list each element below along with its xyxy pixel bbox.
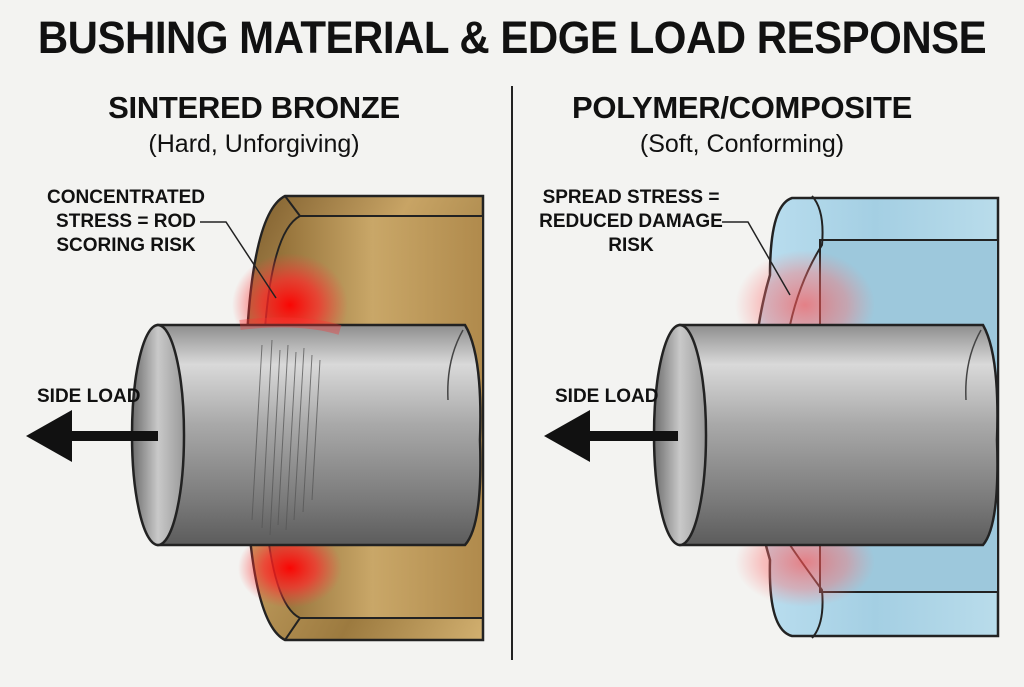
panel-bronze-header: SINTERED BRONZE (Hard, Unforgiving) [54,90,454,159]
side-load-arrow-right [544,410,678,462]
rod-right [652,323,999,547]
panel-bronze-subheading: (Hard, Unforgiving) [148,130,360,158]
side-load-label-left: SIDE LOAD [37,386,141,407]
note-bronze-stress: CONCENTRATED STRESS = ROD SCORING RISK [47,187,205,256]
rod-left [130,323,482,547]
note-polymer-stress: SPREAD STRESS = REDUCED DAMAGE RISK [539,187,723,256]
diagram-title: BUSHING MATERIAL & EDGE LOAD RESPONSE [37,12,987,63]
panel-polymer-subheading: (Soft, Conforming) [639,130,845,158]
rod-scoring-marks [251,339,321,536]
stress-zone-edge-left [239,317,342,335]
side-load-arrow-left [26,410,158,462]
stress-zone-bottom [238,528,342,608]
side-load-label-right: SIDE LOAD [555,386,659,407]
note-leader-right [722,221,791,296]
panel-polymer-header: POLYMER/COMPOSITE (Soft, Conforming) [542,90,942,159]
panel-bronze-heading: SINTERED BRONZE [108,90,400,125]
note-leader-left [200,221,277,299]
panel-polymer-heading: POLYMER/COMPOSITE [572,90,912,125]
